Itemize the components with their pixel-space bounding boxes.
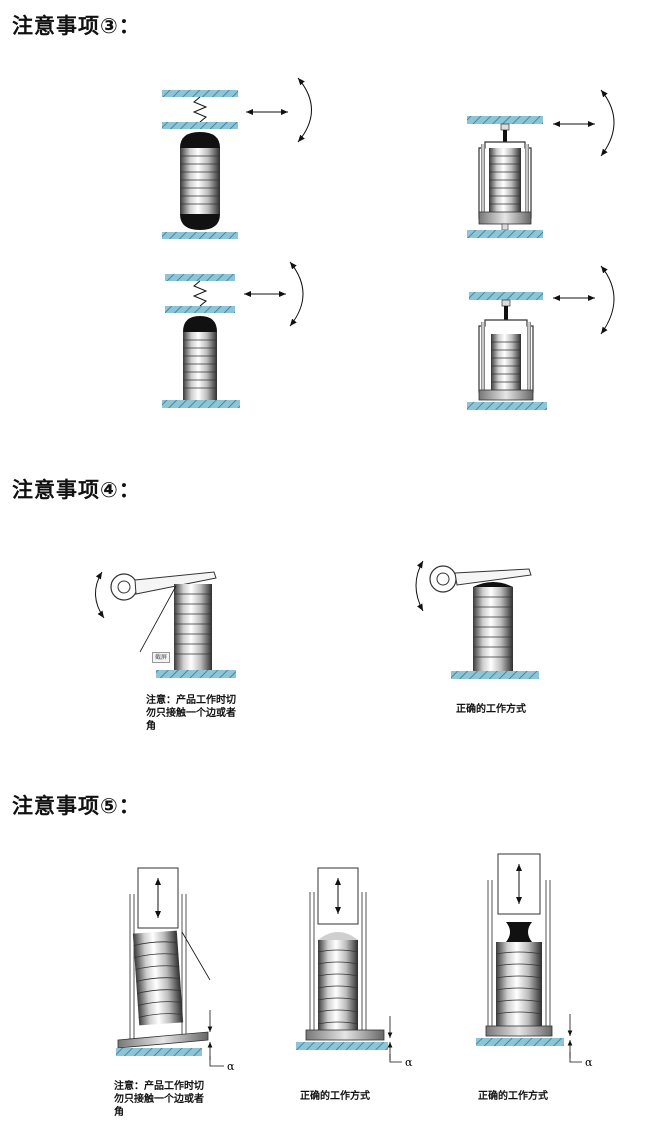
bottom-cap <box>180 214 220 230</box>
base-plate <box>116 1048 202 1056</box>
lever-arm <box>134 571 217 595</box>
bellows-stack <box>174 584 212 670</box>
figure-5-right-b: α <box>476 853 593 1069</box>
base-plate <box>476 1038 564 1046</box>
rotation-arrow-icon <box>297 77 312 143</box>
top-cap <box>473 582 513 587</box>
top-cap <box>183 316 217 332</box>
section-4-heading: 注意事项④： <box>12 478 141 502</box>
tilted-stack <box>132 930 184 1026</box>
spring-icon <box>192 96 208 123</box>
bellows-stack <box>180 148 220 214</box>
base-plate <box>296 1042 388 1050</box>
caption-5-wrong: 注意：产品工作时切勿只接触一个边或者角 <box>114 1081 204 1118</box>
bellows-stack <box>318 940 358 1030</box>
caption-4-wrong: 注意：产品工作时切勿只接触一个边或者角 <box>146 695 236 732</box>
screenshot-stamp: 截屏 <box>152 652 171 663</box>
figure-3-3 <box>162 261 304 408</box>
bolt <box>504 306 508 320</box>
top-plate <box>469 292 543 300</box>
frame-base <box>485 1025 553 1037</box>
top-plate <box>165 274 235 281</box>
rotation-arrow-icon <box>289 261 304 327</box>
base-plate <box>162 232 238 239</box>
angle-label: α <box>227 1060 235 1073</box>
spring-icon <box>192 280 208 307</box>
caption-5-right-a: 正确的工作方式 <box>300 1091 370 1102</box>
bellows-stack <box>183 332 217 400</box>
section-5-heading: 注意事项⑤： <box>12 794 141 818</box>
figure-4-wrong <box>95 571 236 678</box>
top-plate <box>467 116 543 124</box>
caption-4-right: 正确的工作方式 <box>456 704 526 715</box>
base-plate <box>451 671 539 679</box>
figure-3-1 <box>162 77 312 239</box>
pointer-line <box>181 931 211 981</box>
base-plate <box>467 230 543 238</box>
rotation-arrow-icon <box>95 571 105 619</box>
rotation-arrow-icon <box>600 265 615 335</box>
rotation-arrow-icon <box>415 560 424 612</box>
bellows-stack <box>491 334 521 390</box>
base-plate <box>156 670 236 678</box>
top-cap <box>180 132 220 148</box>
guide-frame <box>487 880 551 1030</box>
guide-frame <box>309 892 367 1034</box>
angle-label: α <box>585 1056 593 1069</box>
frame-base <box>305 1029 385 1041</box>
frame-base <box>478 389 534 401</box>
angle-label: α <box>405 1056 413 1069</box>
lever-arm <box>454 568 532 586</box>
caption-5-right-b: 正确的工作方式 <box>478 1091 548 1102</box>
figure-4-right <box>415 560 539 679</box>
guide-frame <box>129 894 187 1040</box>
figure-5-wrong: α <box>116 867 235 1073</box>
middle-plate <box>162 122 238 129</box>
tilted-base <box>117 1031 209 1049</box>
top-plate <box>162 90 238 97</box>
figure-5-right-a: α <box>296 867 413 1069</box>
bellows-stack <box>473 587 513 671</box>
section-3-heading: 注意事项③： <box>12 14 141 38</box>
figure-3-2 <box>467 89 615 238</box>
stack-rings <box>180 155 220 205</box>
pointer-line <box>139 585 177 653</box>
bellows-stack <box>496 942 542 1026</box>
bolt-head <box>500 123 510 131</box>
bolt <box>503 130 507 142</box>
rotation-arrow-icon <box>600 89 615 157</box>
base-plate <box>162 400 240 408</box>
coupling-cap <box>506 922 532 942</box>
figure-3-4 <box>467 265 615 410</box>
middle-plate <box>165 306 235 313</box>
base-plate <box>467 402 547 410</box>
frame-base <box>478 211 532 225</box>
dome-cap <box>318 932 358 940</box>
